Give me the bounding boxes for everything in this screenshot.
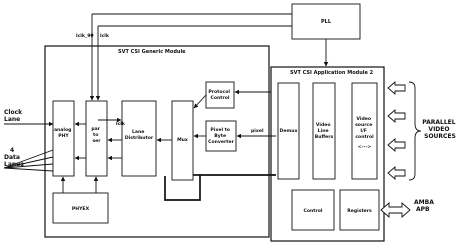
lclk-90-label: lclk_90 (76, 33, 94, 39)
video-source-arrow-4 (387, 166, 406, 180)
video-source-arrow-1 (387, 81, 406, 95)
par-to-ser-label: par to ser (91, 126, 101, 144)
lclk-label: lclk (100, 33, 110, 39)
protocol-control-label: Protocol Control (208, 89, 231, 101)
mux-block (171, 100, 194, 181)
app-module-title: SVT CSI Application Module 2 (290, 70, 374, 76)
amba-apb-arrow (380, 202, 411, 218)
protocol-control-block (205, 81, 235, 109)
data-lane-wire-1 (3, 149, 54, 169)
demux-block (277, 82, 300, 180)
video-sources-brace (408, 81, 422, 181)
data-lane-wire-4 (3, 167, 54, 172)
video-source-arrow-2 (387, 109, 406, 123)
phyex-block (52, 192, 109, 224)
pll-label: PLL (321, 19, 332, 25)
analog-phy-block (52, 100, 75, 177)
lane-distributor-block (121, 100, 157, 177)
control-block (291, 189, 335, 231)
pixel-label: pixel (251, 128, 264, 134)
video-line-buffers-label: Video Line Buffers (315, 122, 334, 140)
pll-block (291, 3, 361, 40)
registers-block (339, 189, 380, 231)
data-lane-wire-3 (3, 163, 54, 169)
demux-label: Demux (280, 128, 298, 134)
video-source-ellipsis: <---> (358, 144, 372, 150)
registers-label: Registers (347, 208, 372, 214)
generic-module-title: SVT CSI Generic Module (118, 49, 186, 55)
analog-phy-label: analog PHY (54, 127, 73, 139)
pixel-to-byte-label: Pixel to Byte Converter (208, 127, 234, 145)
protocol-to-mux-wire (193, 94, 207, 109)
phyex-label: PHYEX (72, 206, 90, 212)
lclk-inner-label: lclk (116, 121, 126, 127)
lane-distributor-label: Lane Distributor (125, 129, 154, 141)
parallel-video-sources-label: PARALLEL VIDEO SOURCES (422, 119, 457, 140)
mux-label: Mux (177, 137, 188, 143)
video-line-buffers-block (312, 82, 336, 180)
amba-apb-label: AMBA APB (414, 199, 436, 213)
data-lanes-label: 4 Data Lanes (4, 147, 24, 168)
video-source-control-label: Video source I/F control (355, 116, 374, 140)
video-source-control-block (351, 82, 378, 180)
clock-lane-label: Clock Lane (4, 109, 24, 123)
data-lane-wire-2 (3, 156, 54, 169)
video-source-arrow-3 (387, 138, 406, 152)
control-label: Control (304, 208, 323, 214)
internal-bus (164, 174, 276, 201)
